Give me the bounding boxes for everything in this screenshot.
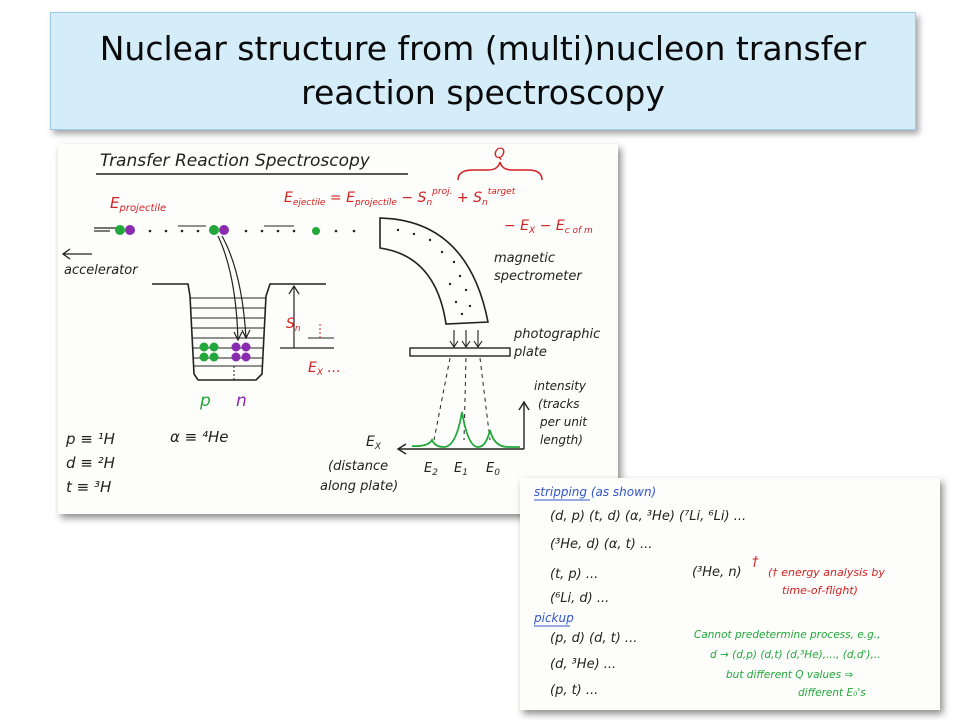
intensity-label-3: per unit (539, 415, 588, 429)
strip-row-4: (⁶Li, d) ... (550, 591, 609, 606)
isotope-d: d ≡ ²H (66, 454, 115, 472)
ejectile-equation: Eejectile = Eprojectile − Snproj. + Snta… (284, 187, 516, 208)
peak-label-e2: E2 (424, 461, 438, 478)
strip-row-2: (³He, d) (α, t) ... (550, 537, 652, 552)
magnetic-label-2: spectrometer (494, 269, 583, 284)
stripping-heading: stripping (as shown) (534, 485, 656, 499)
neutron-label: n (236, 391, 247, 411)
intensity-label-4: length) (540, 433, 583, 447)
cannot-note-2: d → (d,p) (d,t) (d,³He),..., (d,d'),.. (710, 649, 881, 661)
photographic-plate (409, 347, 511, 357)
transfer-reaction-diagram: Transfer Reaction Spectroscopy Q Eprojec… (58, 144, 618, 514)
diagram-heading: Transfer Reaction Spectroscopy (100, 151, 371, 171)
pick-row-1: (p, d) (d, t) ... (550, 631, 637, 646)
accelerator-label: accelerator (64, 263, 139, 278)
cannot-note-3: but different Q values ⇒ (726, 669, 853, 681)
ex-dots-label: EX ... (308, 360, 341, 378)
tof-note-2: time-of-flight) (782, 584, 858, 597)
cannot-note-4: different E₀'s (798, 687, 866, 699)
strip-row-1: (d, p) (t, d) (α, ³He) (⁷Li, ⁶Li) ... (550, 509, 746, 524)
distance-note-1: (distance (328, 459, 388, 474)
proton-label: p (199, 391, 211, 411)
slide-title: Nuclear structure from (multi)nucleon tr… (99, 29, 867, 112)
q-label: Q (494, 146, 505, 162)
intensity-label-1: intensity (534, 379, 587, 393)
peak-label-e1: E1 (454, 461, 468, 478)
diagram-svg: Transfer Reaction Spectroscopy Q Eprojec… (61, 146, 600, 496)
q-brace (457, 161, 543, 181)
ex-axis-label: EX (366, 434, 382, 452)
spectrum-peaks (411, 411, 520, 448)
e-projectile: Eprojectile (110, 194, 166, 214)
isotope-t: t ≡ ³H (66, 478, 111, 496)
reaction-list-svg: stripping (as shown) (d, p) (t, d) (α, ³… (533, 485, 885, 699)
dagger-mark: † (752, 555, 759, 570)
distance-note-2: along plate) (320, 479, 398, 494)
magnetic-spectrometer (379, 217, 489, 325)
sn-label: Sn (286, 316, 301, 334)
potential-well (152, 235, 326, 381)
isotope-p: p ≡ ¹H (65, 430, 115, 448)
cannot-note-1: Cannot predetermine process, e.g., (694, 629, 880, 641)
intensity-label-2: (tracks (538, 397, 579, 411)
pick-row-2: (d, ³He) ... (550, 657, 616, 672)
strip-row-3: (t, p) ... (550, 567, 598, 582)
projectile-neutron (125, 225, 135, 235)
peak-label-e0: E0 (486, 461, 500, 478)
pick-row-3: (p, t) ... (550, 683, 598, 698)
tof-note-1: († energy analysis by (768, 566, 885, 579)
reaction-list-panel: stripping (as shown) (d, p) (t, d) (α, ³… (520, 478, 940, 710)
plate-label-2: plate (513, 345, 547, 360)
magnetic-label-1: magnetic (494, 251, 555, 266)
beam-line (94, 225, 356, 235)
ejectile-equation-line2: − EX − Ec of m (504, 218, 593, 236)
he-n-reaction: (³He, n) (692, 565, 742, 580)
projectile-proton (115, 225, 125, 235)
title-banner: Nuclear structure from (multi)nucleon tr… (50, 12, 916, 130)
plate-label-1: photographic (513, 327, 600, 342)
pickup-heading: pickup (533, 611, 574, 625)
alpha-definition: α ≡ ⁴He (170, 428, 229, 446)
